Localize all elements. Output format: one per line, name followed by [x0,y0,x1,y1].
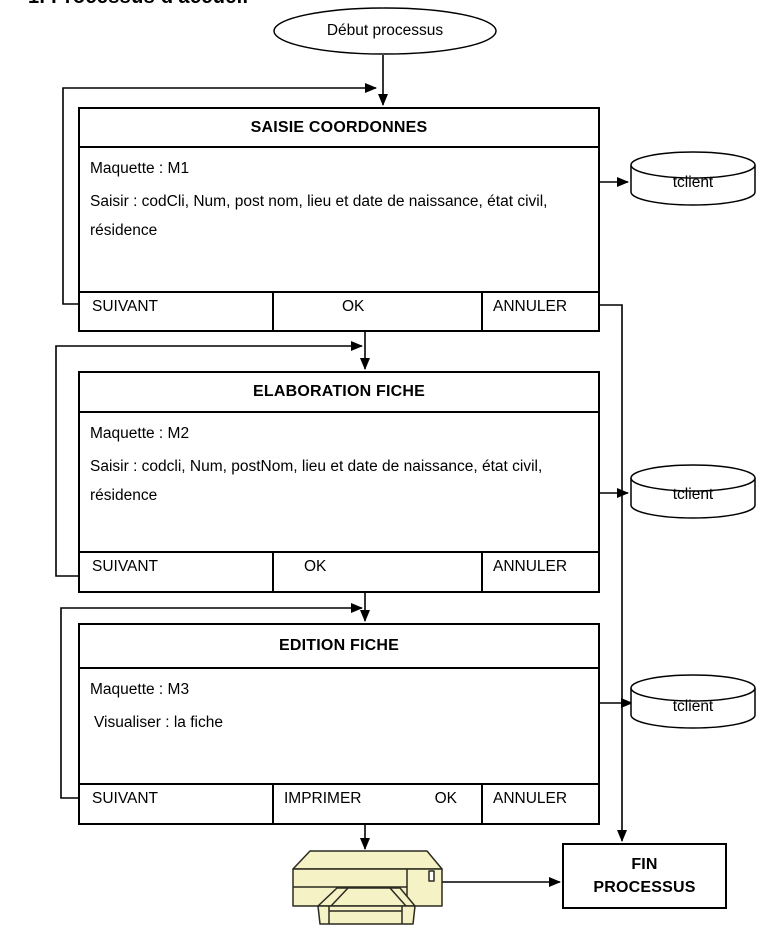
button-ok[interactable]: OK [274,293,483,330]
maquette-label: Maquette : M3 [90,681,190,698]
button-label: SUIVANT [92,558,159,575]
button-label: ANNULER [493,790,568,807]
datastore-label: tclient [672,174,714,191]
button-suivant[interactable]: SUIVANT [80,293,274,330]
start-ellipse [273,7,497,55]
button-suivant[interactable]: SUIVANT [80,785,274,823]
process-box-saisie-coordonnes: SAISIE COORDONNES Maquette : M1 Saisir :… [78,107,600,332]
end-label-line1: FIN [631,856,658,873]
end-label-line2: PROCESSUS [593,879,696,896]
connector-loop-elaboration-suivant [55,341,363,577]
process-box-elaboration-fiche: ELABORATION FICHE Maquette : M2 Saisir :… [78,371,600,593]
button-suivant[interactable]: SUIVANT [80,553,274,591]
connector-loop-saisie-suivant [62,83,377,305]
button-label: ANNULER [493,558,568,575]
screen-title: EDITION FICHE [80,625,598,669]
screen-body: Maquette : M1 Saisir : codCli, Num, post… [80,148,598,245]
connector-annuler-to-fin [598,304,627,842]
button-label: SUIVANT [92,298,159,315]
button-label: OK [304,558,327,575]
button-annuler[interactable]: ANNULER [483,293,598,330]
button-label-ok[interactable]: OK [434,790,457,807]
button-label: ANNULER [493,298,568,315]
button-label: OK [342,298,365,315]
end-node: FIN PROCESSUS [562,843,727,909]
datastore-cylinder-3 [630,674,756,729]
button-ok[interactable]: OK [274,553,483,591]
datastore-label: tclient [672,698,714,715]
connector-group [55,55,633,887]
datastore-cylinder-1 [630,151,756,206]
button-imprimer-ok[interactable]: IMPRIMER OK [274,785,483,823]
process-box-edition-fiche: EDITION FICHE Maquette : M3 Visualiser :… [78,623,600,825]
maquette-label: Maquette : M2 [90,425,190,442]
screen-title: ELABORATION FICHE [80,373,598,413]
button-label: SUIVANT [92,790,159,807]
button-annuler[interactable]: ANNULER [483,785,598,823]
visualiser-text: Visualiser : la fiche [94,714,223,731]
saisir-text: Saisir : codcli, Num, postNom, lieu et d… [90,458,543,504]
connector-loop-edition-suivant [60,603,363,799]
maquette-label: Maquette : M1 [90,160,190,177]
button-label-imprimer[interactable]: IMPRIMER [284,790,362,807]
button-row: SUIVANT IMPRIMER OK ANNULER [80,783,598,823]
button-row: SUIVANT OK ANNULER [80,551,598,591]
saisir-text: Saisir : codCli, Num, post nom, lieu et … [90,193,548,239]
screen-body: Maquette : M2 Saisir : codcli, Num, post… [80,413,598,510]
start-label: Début processus [326,22,444,39]
button-row: SUIVANT OK ANNULER [80,291,598,330]
screen-body: Maquette : M3 Visualiser : la fiche [80,669,598,737]
button-annuler[interactable]: ANNULER [483,553,598,591]
printer-icon [292,850,443,925]
datastore-label: tclient [672,486,714,503]
datastore-cylinders [630,151,756,729]
datastore-cylinder-2 [630,464,756,519]
screen-title: SAISIE COORDONNES [80,109,598,148]
page-title: 1. Processus d'accueil [28,0,248,9]
